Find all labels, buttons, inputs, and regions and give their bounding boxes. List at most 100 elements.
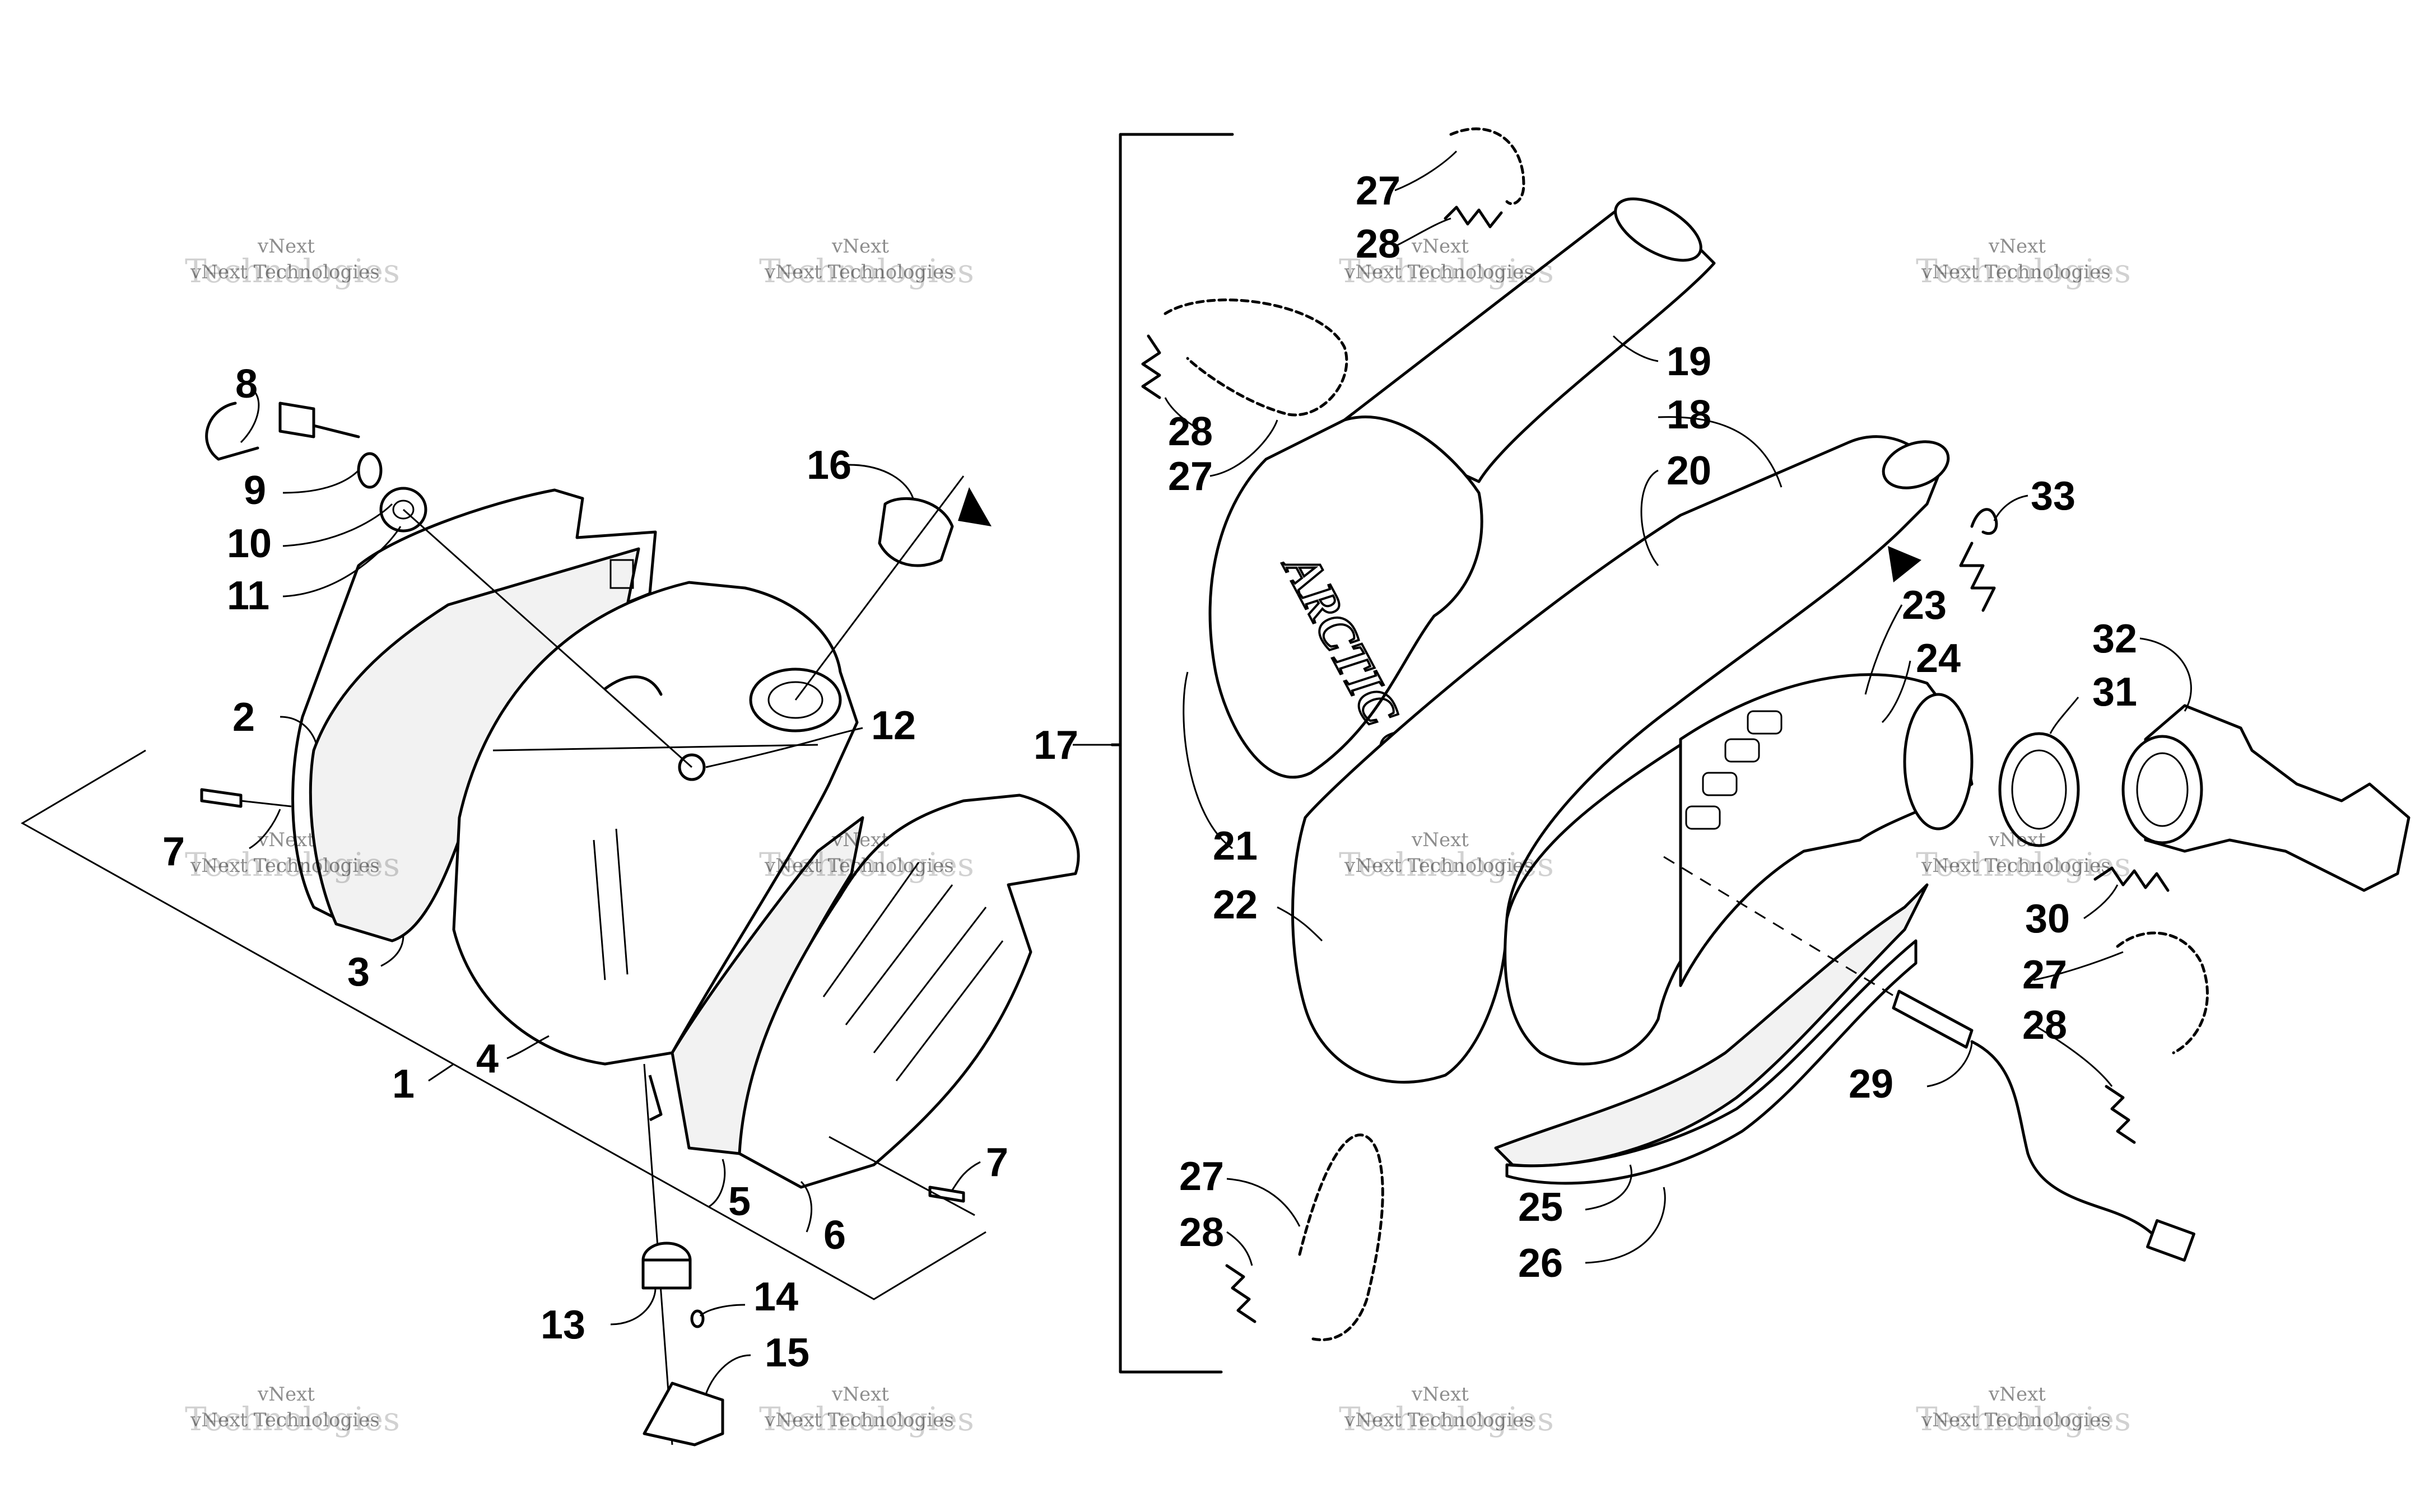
canister-rib [593, 828, 629, 981]
label-8: 8 [235, 362, 258, 407]
part-14-nut [690, 1309, 705, 1328]
part-29-sensor-lead [1970, 1040, 2164, 1245]
inlet-slot [1702, 772, 1738, 796]
expansion-chamber-assembly: ARCTIC CAT [1110, 133, 2410, 1374]
part-7-rivet-right [928, 1186, 965, 1203]
manifold-bore [2136, 752, 2189, 827]
leader-29 [1926, 1041, 1973, 1088]
part-21-resonator [1208, 416, 1483, 779]
part-28-spring-right [2105, 1085, 2136, 1144]
rivet-right-line [829, 1136, 975, 1216]
label-28d: 28 [1179, 1210, 1224, 1255]
label-14: 14 [753, 1275, 798, 1319]
part-7-rivet-left [200, 788, 243, 808]
part-26-heat-guard [1505, 939, 1918, 1185]
leader-30 [2083, 884, 2119, 920]
leader-26 [1585, 1187, 1666, 1264]
leader-5 [708, 1159, 726, 1208]
part-30-spring [2093, 866, 2170, 892]
leader-27-top [1394, 150, 1458, 192]
label-30: 30 [2025, 897, 2070, 941]
leader-3 [380, 935, 404, 967]
leader-27-right [2033, 951, 2124, 981]
leader-15 [705, 1354, 751, 1395]
part-11-grommet-hole [392, 500, 415, 520]
part-15-mount-bracket [643, 1382, 724, 1446]
part-28-spring-left [1141, 334, 1161, 399]
part-27-strap-right [2116, 931, 2209, 1054]
leader-19 [1612, 335, 1659, 362]
leader-14 [699, 1304, 746, 1317]
part-31-seal-ring-inner [2011, 749, 2067, 830]
leader-2 [280, 716, 318, 745]
part-29-sensor-connector [2146, 1219, 2195, 1262]
part-16-gasket [878, 497, 954, 567]
part-28-spring-top [1444, 206, 1503, 228]
part-27-strap-top [1449, 127, 1525, 206]
leader-28-right [2033, 1024, 2113, 1087]
label-7b: 7 [986, 1140, 1008, 1185]
shield-louvers [822, 862, 1004, 1081]
leader-25 [1585, 1164, 1632, 1211]
label-32: 32 [2092, 617, 2137, 661]
leader-18 [1658, 416, 1783, 488]
leader-11 [282, 526, 402, 598]
label-28b: 28 [1168, 409, 1213, 454]
part-28-spring-bottom [1225, 1264, 1256, 1323]
muffler-inlet-bore [767, 681, 823, 719]
label-22: 22 [1213, 883, 1258, 927]
leader-27-left [1209, 419, 1278, 477]
label-16: 16 [807, 443, 851, 488]
label-7a: 7 [162, 829, 185, 874]
leader-13 [610, 1287, 657, 1326]
gasket-alignment-line [794, 475, 965, 701]
label-1: 1 [392, 1062, 415, 1107]
leader-32 [2139, 637, 2192, 712]
leader-9 [282, 469, 360, 494]
label-2: 2 [232, 695, 255, 740]
rivet-left-line [240, 800, 292, 808]
hardware-alignment-line [403, 508, 692, 768]
chamber-outlet [1882, 440, 1950, 489]
label-31: 31 [2092, 670, 2137, 715]
label-21: 21 [1213, 824, 1258, 869]
part-29-sensor-body [1892, 990, 1974, 1049]
leader-28-top [1394, 217, 1451, 248]
label-20: 20 [1667, 449, 1711, 493]
leader-31 [2049, 697, 2079, 734]
label-10: 10 [227, 521, 272, 566]
arrow-marker-left [958, 487, 992, 526]
leader-28-bottom [1226, 1231, 1253, 1266]
part-10-washer [357, 452, 383, 489]
leader-28-left [1164, 397, 1211, 435]
leader-1 [428, 1063, 454, 1082]
part-32-exhaust-manifold [2144, 704, 2410, 892]
part-9-clevis-pin-head [278, 402, 315, 438]
part-17-group-bracket [1119, 133, 1234, 1374]
label-25: 25 [1518, 1185, 1563, 1230]
label-24: 24 [1916, 636, 1961, 681]
label-13: 13 [541, 1303, 585, 1347]
part-13-rubber-mount-body [641, 1258, 692, 1290]
hanger-bracket [603, 675, 663, 696]
label-28a: 28 [1356, 222, 1400, 267]
label-15: 15 [765, 1331, 809, 1375]
label-28c: 28 [2022, 1003, 2067, 1048]
leader-22 [1277, 906, 1323, 942]
label-4: 4 [476, 1037, 499, 1081]
exhaust-straps-and-springs [1141, 127, 2209, 1341]
label-11: 11 [227, 573, 269, 618]
leader-21 [1183, 671, 1233, 850]
leader-8 [240, 391, 260, 444]
part-25-heat-guard [1494, 883, 1929, 1168]
label-27c: 27 [2022, 953, 2067, 997]
inlet-slot [1685, 805, 1721, 830]
part-33-spring [1959, 542, 1996, 612]
inlet-slot [1724, 738, 1760, 763]
part-33-spring-hook [1970, 508, 1998, 535]
sensor-alignment-line [1663, 856, 1905, 1004]
label-29: 29 [1849, 1062, 1893, 1107]
label-23: 23 [1902, 583, 1947, 628]
leader-33 [1993, 494, 2028, 521]
part-27-strap-left [1164, 298, 1348, 417]
